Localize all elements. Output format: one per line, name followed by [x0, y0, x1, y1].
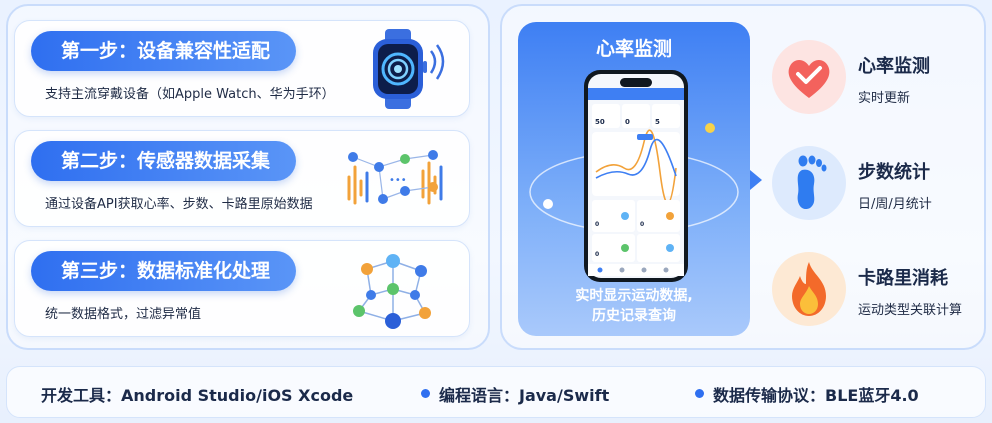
tools-bar: 开发工具：Android Studio/iOS Xcode 编程语言：Java/… [6, 366, 986, 418]
dev-tool-text: 开发工具：Android Studio/iOS Xcode [41, 386, 354, 405]
flame-icon-circle [772, 252, 846, 326]
phone-caption-line-2: 历史记录查询 [592, 308, 676, 324]
heart-icon-circle [772, 40, 846, 114]
feature-1-sub: 实时更新 [858, 91, 911, 106]
svg-text:•••: ••• [389, 175, 407, 186]
network-nodes-icon [353, 254, 431, 329]
screen-stat-2: 0 [625, 118, 630, 126]
step-2-desc: 通过设备API获取心率、步数、卡路里原始数据 [45, 197, 313, 212]
step-2-card: 第二步：传感器数据采集 通过设备API获取心率、步数、卡路里原始数据 ••• [14, 130, 470, 227]
feature-3-sub: 运动类型关联计算 [858, 303, 963, 318]
phone-card-title: 心率监测 [595, 38, 672, 60]
language-text: 编程语言：Java/Swift [439, 386, 610, 405]
feature-2-sub: 日/周/月统计 [858, 197, 932, 212]
screen-stat-6: 0 [595, 251, 599, 258]
phone-card: 心率监测 50 0 5 0 0 0 实时显示运动数据, 历史记录查询 [518, 22, 750, 336]
smartwatch-icon [373, 29, 445, 109]
screen-stat-3: 5 [655, 118, 660, 126]
screen-stat-4: 0 [595, 221, 599, 228]
step-3-title: 第三步：数据标准化处理 [31, 251, 297, 291]
phone-card-caption: 实时显示运动数据, 历史记录查询 [518, 286, 750, 326]
flame-icon [792, 262, 826, 316]
bullet-dot-icon [695, 389, 704, 398]
pointer-arrow-icon [750, 170, 762, 190]
step-3-desc: 统一数据格式，过滤异常值 [45, 307, 202, 322]
footprint-icon-circle [772, 146, 846, 220]
phone-illustration: 50 0 5 0 0 0 [529, 70, 739, 282]
step-3-card: 第三步：数据标准化处理 统一数据格式，过滤异常值 [14, 240, 470, 337]
heart-icon [788, 60, 830, 98]
protocol-text: 数据传输协议：BLE蓝牙4.0 [713, 386, 919, 405]
screen-stat-5: 0 [640, 221, 644, 228]
step-1-card: 第一步：设备兼容性适配 支持主流穿戴设备（如Apple Watch、华为手环） [14, 20, 470, 117]
step-1-desc: 支持主流穿戴设备（如Apple Watch、华为手环） [45, 87, 335, 102]
phone-caption-line-1: 实时显示运动数据, [575, 288, 693, 304]
feature-3-title: 卡路里消耗 [858, 268, 948, 289]
sensor-data-icon: ••• [347, 150, 443, 205]
footprint-icon [797, 155, 827, 210]
feature-2-title: 步数统计 [858, 162, 930, 183]
step-2-title: 第二步：传感器数据采集 [31, 141, 297, 181]
bullet-dot-icon [421, 389, 430, 398]
step-1-title: 第一步：设备兼容性适配 [31, 31, 297, 71]
feature-1-title: 心率监测 [858, 56, 930, 77]
screen-stat-1: 50 [595, 118, 605, 126]
